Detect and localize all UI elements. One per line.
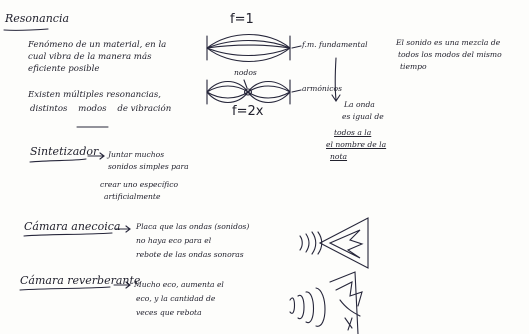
resonancia-line-3: eficiente posible (28, 64, 99, 75)
sintetizador-line-3: crear uno específico (100, 180, 178, 189)
reverberant-chamber-drawing (290, 272, 362, 334)
resonancia-distintos: distintos (30, 104, 67, 114)
right-note-line-1: El sonido es una mezcla de (396, 38, 500, 47)
bracket-note-line-4: el nombre de la (326, 140, 386, 149)
formula-f2: f=2x (232, 104, 263, 119)
anecoica-line-3: rebote de las ondas sonoras (136, 250, 244, 259)
right-note-line-2: todos los modos del mismo (398, 50, 502, 59)
resonancia-line-2: cual vibra de la manera más (28, 52, 151, 63)
formula-f1: f=1 (230, 12, 254, 27)
title-underline (4, 29, 48, 30)
resonancia-modos: modos (78, 104, 106, 114)
bracket-note-line-5: nota (330, 152, 347, 161)
page-title: Resonancia (5, 12, 69, 26)
label-fundamental: f.m. fundamental (302, 40, 368, 49)
sintetizador-underline (30, 159, 86, 162)
resonancia-line-1: Fenómeno de un material, en la (28, 40, 166, 51)
reverberante-line-3: veces que rebota (136, 308, 202, 317)
sintetizador-line-2: sonidos simples para (108, 162, 189, 171)
bracket-note-line-1: La onda (344, 100, 375, 109)
camara-reverberante-label: Cámara reverberante (20, 274, 140, 288)
arrow-armonicos (292, 90, 301, 92)
sintetizador-line-1: Juntar muchos (108, 150, 164, 159)
bracket-arrow (335, 58, 336, 100)
arrow-fundamental (292, 46, 301, 48)
right-note-line-3: tiempo (400, 62, 427, 71)
resonancia-line-5: distintos modos de vibración (30, 104, 171, 115)
arrow-nodos (244, 80, 247, 88)
camara-anecoica-label: Cámara anecoica (24, 220, 120, 234)
anechoic-chamber-drawing (300, 218, 368, 268)
bracket-note-line-2: es igual de (342, 112, 384, 121)
sintetizador-line-4: artificialmente (104, 192, 160, 201)
standing-wave-fundamental (207, 35, 290, 62)
anecoica-line-1: Placa que las ondas (sonidos) (136, 222, 249, 231)
resonancia-line-4: Existen múltiples resonancias, (28, 90, 161, 101)
resonancia-de-vibracion: de vibración (117, 104, 171, 114)
label-armonicos: armónicos (302, 84, 342, 93)
label-nodos: nodos (234, 68, 257, 77)
standing-wave-harmonic (207, 80, 290, 104)
reverberante-line-1: Mucho eco, aumenta el (134, 280, 224, 289)
anecoica-line-2: no haya eco para el (136, 236, 211, 245)
reverberante-line-2: eco, y la cantidad de (136, 294, 215, 303)
sintetizador-label: Sintetizador (30, 145, 98, 159)
bracket-note-line-3: todos a la (334, 128, 371, 137)
